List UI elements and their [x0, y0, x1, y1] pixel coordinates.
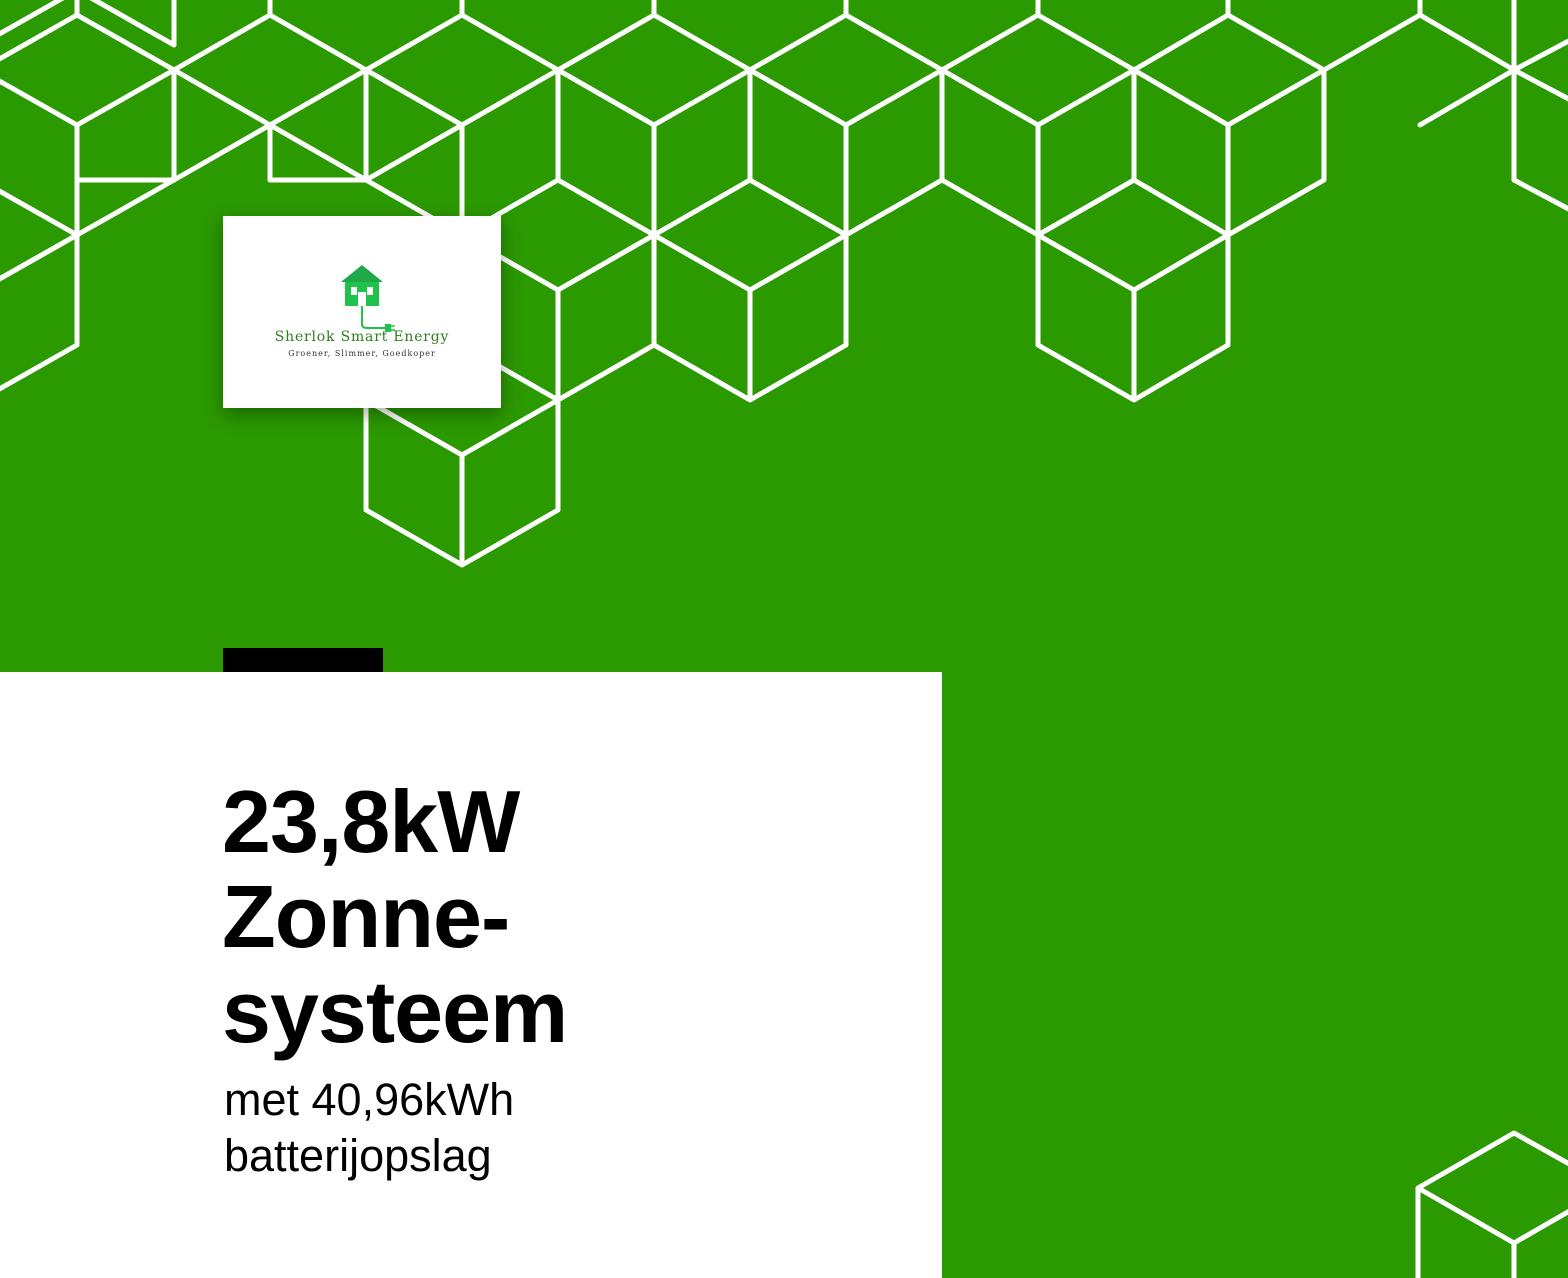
title-line-1: 23,8kW: [222, 772, 520, 871]
accent-bar: [223, 648, 383, 674]
brand-tagline: Groener, Slimmer, Goedkoper: [288, 349, 436, 358]
title-line-3: systeem: [222, 962, 568, 1061]
cube-column-left: [0, 188, 80, 392]
subtitle: met 40,96kWh batterijopslag: [224, 1072, 514, 1184]
subtitle-line-2: batterijopslag: [224, 1130, 492, 1181]
logo-card: Sherlok Smart Energy Groener, Slimmer, G…: [223, 216, 501, 408]
subtitle-line-1: met 40,96kWh: [224, 1074, 515, 1125]
title-panel: [0, 672, 942, 1278]
house-plug-icon: [341, 265, 395, 332]
cube-row-middle: [363, 177, 1231, 568]
cube-bottom-right: [1415, 1130, 1568, 1278]
title-line-2: Zonne-: [222, 867, 510, 966]
brand-name: Sherlok Smart Energy: [274, 329, 450, 345]
page-title: 23,8kW Zonne- systeem: [222, 772, 568, 1061]
